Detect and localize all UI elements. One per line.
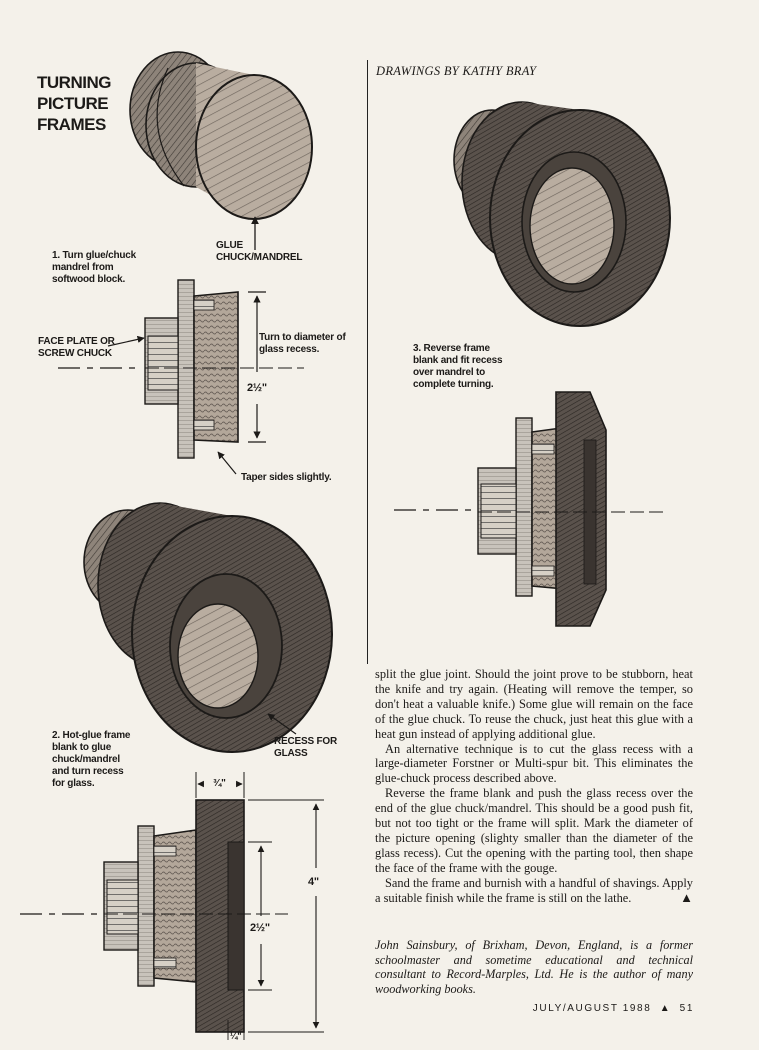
fig1-taper-label: Taper sides slightly.	[241, 472, 332, 483]
column-divider	[367, 60, 368, 664]
page-footer: JULY/AUGUST 1988 ▲ 51	[510, 1003, 694, 1014]
fig2-dim-small: ¼"	[230, 1031, 242, 1041]
fig2-caption-line: 2. Hot-glue frame	[52, 730, 131, 741]
title-line-1: TURNING	[37, 73, 111, 92]
fig2-section	[20, 772, 324, 1040]
fig1-glue-label-line: CHUCK/MANDREL	[216, 252, 303, 263]
body-last-paragraph-text: Sand the frame and burnish with a handfu…	[375, 875, 693, 905]
fig2-caption-line: for glass.	[52, 778, 95, 789]
fig1-section	[58, 279, 304, 475]
fig1-caption: 1. Turn glue/chuck mandrel from softwood…	[52, 250, 136, 286]
fig1-caption-line: softwood block.	[52, 274, 126, 285]
body-paragraph: An alternative technique is to cut the g…	[375, 741, 693, 786]
fig3-section	[394, 391, 668, 627]
fig2-caption-line: and turn recess	[52, 766, 124, 777]
fig1-caption-line: mandrel from	[52, 262, 114, 273]
fig2-recess-label-line: GLASS	[274, 748, 308, 759]
fig2-caption: 2. Hot-glue frame blank to glue chuck/ma…	[52, 730, 130, 790]
fig1-turn-label-line: Turn to diameter of	[259, 332, 346, 343]
fig2-recess-label: RECESS FOR GLASS	[274, 736, 337, 760]
title-line-2: PICTURE	[37, 94, 109, 113]
fig1-faceplate-label-line: SCREW CHUCK	[38, 348, 112, 359]
fig1-glue-label-line: GLUE	[216, 240, 243, 251]
fig3-frame-3d	[453, 101, 671, 327]
footer-page-number: 51	[679, 1003, 694, 1014]
fig1-turn-label: Turn to diameter of glass recess.	[259, 332, 346, 356]
fig2-dim-outer: 4"	[308, 876, 319, 888]
fig3-caption-line: blank and fit recess	[413, 355, 503, 366]
footer-issue: JULY/AUGUST 1988	[532, 1003, 652, 1014]
fig3-caption-line: over mandrel to	[413, 367, 486, 378]
fig1-faceplate-label: FACE PLATE OR SCREW CHUCK	[38, 336, 115, 360]
fig2-caption-line: blank to glue	[52, 742, 112, 753]
fig2-recess-arrow	[267, 713, 297, 735]
drawings-credit: DRAWINGS BY KATHY BRAY	[376, 64, 537, 78]
end-mark: ▲	[680, 889, 693, 905]
fig2-dim-inner: 2½"	[250, 922, 270, 934]
fig1-faceplate-label-line: FACE PLATE OR	[38, 336, 115, 347]
body-paragraph: Reverse the frame blank and push the gla…	[375, 786, 693, 875]
article-body: split the glue joint. Should the joint p…	[375, 667, 693, 906]
fig3-caption-line: 3. Reverse frame	[413, 343, 490, 354]
article-title: TURNING PICTURE FRAMES	[37, 72, 111, 135]
fig1-caption-line: 1. Turn glue/chuck	[52, 250, 137, 261]
fig1-mandrel-3d	[129, 51, 313, 220]
fig2-recess-label-line: RECESS FOR	[274, 736, 338, 747]
fig2-frame-3d	[83, 502, 333, 753]
fig3-caption: 3. Reverse frame blank and fit recess ov…	[413, 343, 503, 391]
body-paragraph: split the glue joint. Should the joint p…	[375, 667, 693, 741]
fig2-caption-line: chuck/mandrel	[52, 754, 120, 765]
fig1-glue-label: GLUE CHUCK/MANDREL	[216, 240, 302, 264]
fig3-caption-line: complete turning.	[413, 379, 494, 390]
author-bio: John Sainsbury, of Brixham, Devon, Engla…	[375, 938, 693, 996]
footer-marker: ▲	[659, 1003, 672, 1014]
title-line-3: FRAMES	[37, 115, 106, 134]
fig2-dim-width: ¾"	[213, 778, 226, 789]
body-paragraph: Sand the frame and burnish with a handfu…	[375, 876, 693, 906]
fig1-turn-label-line: glass recess.	[259, 344, 320, 355]
fig1-dimension: 2½"	[247, 382, 267, 394]
